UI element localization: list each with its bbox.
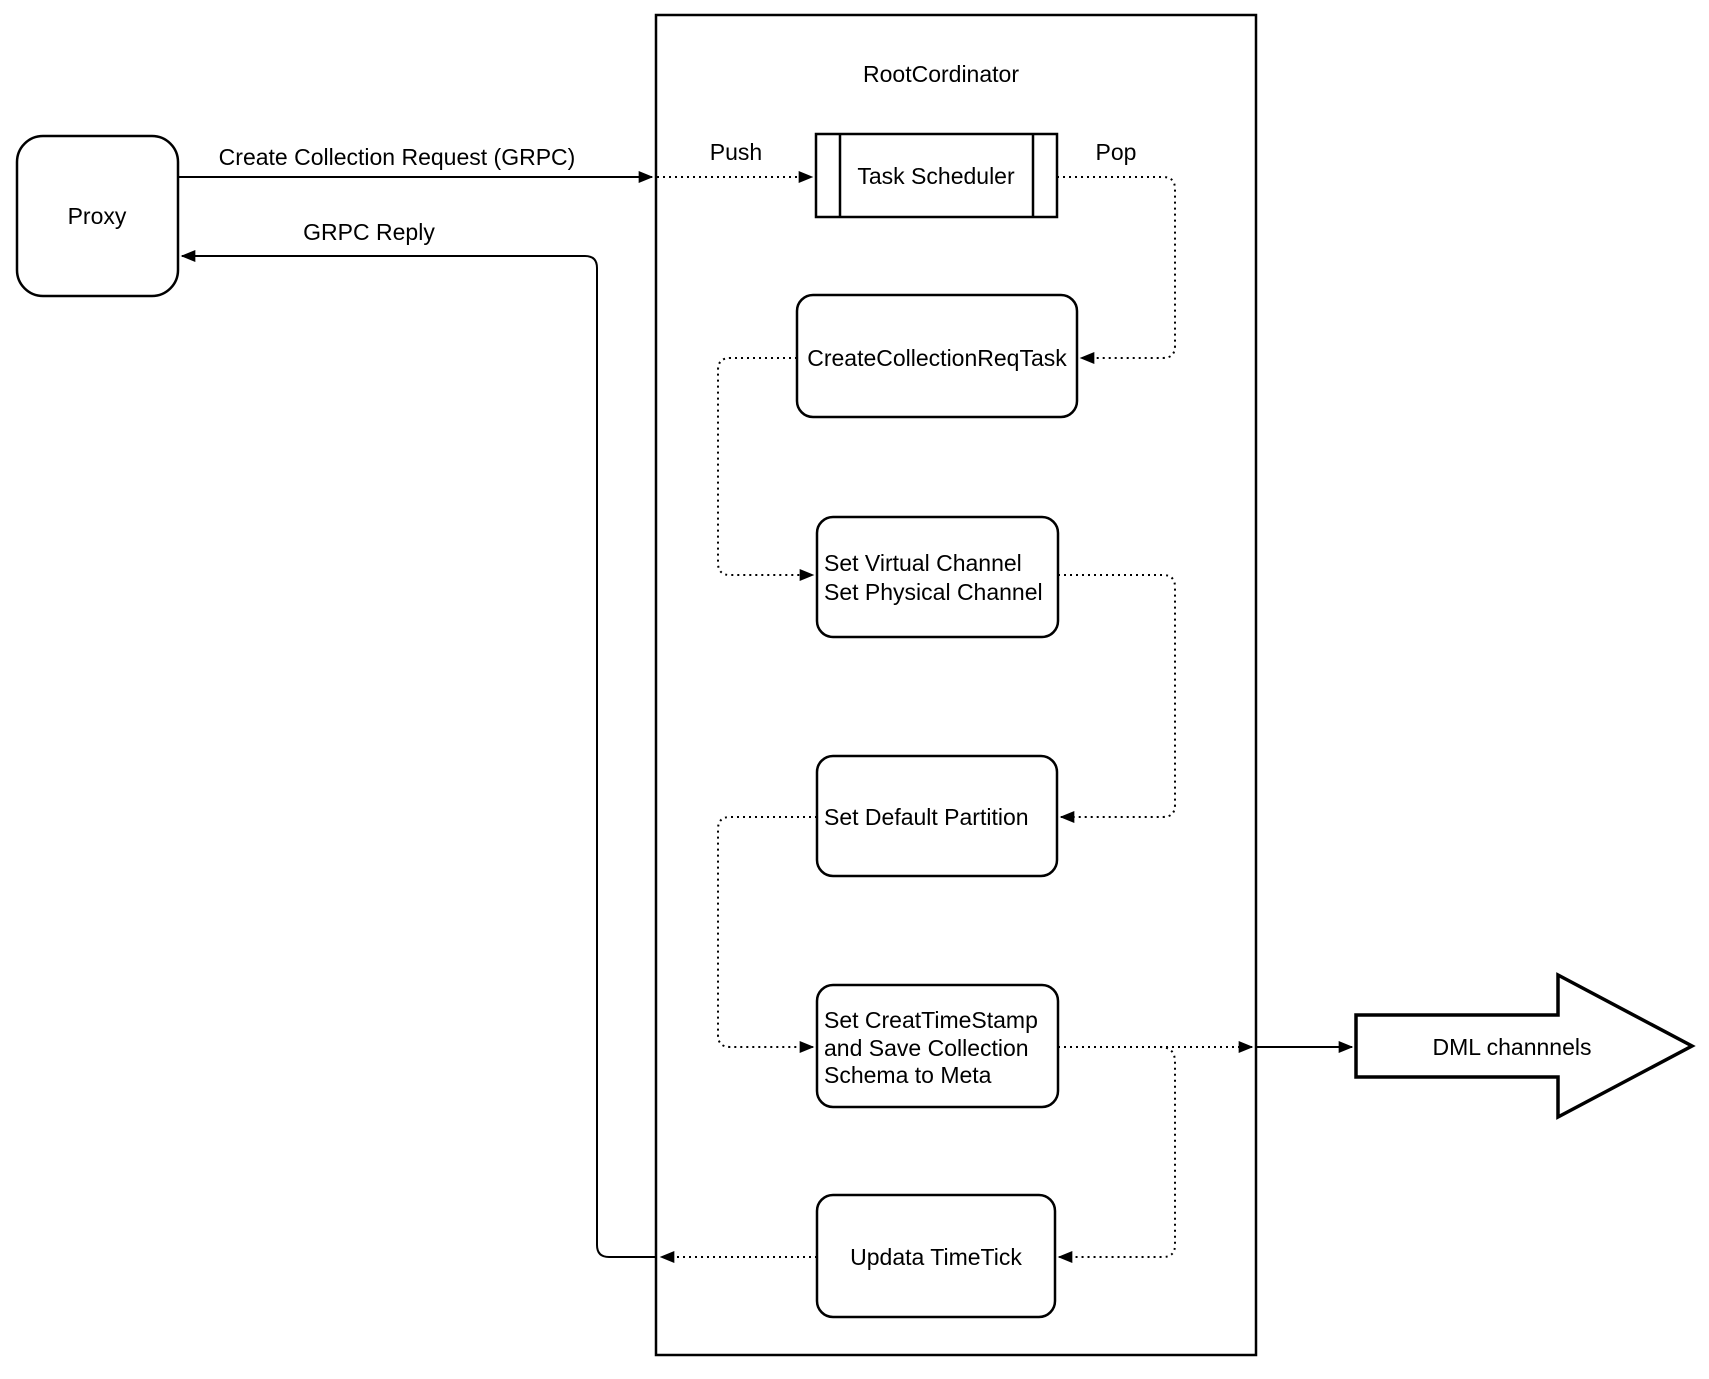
task-scheduler-node: Task Scheduler	[814, 132, 1059, 219]
proxy-box	[15, 134, 180, 298]
edge-grpc-reply-label: GRPC Reply	[303, 219, 435, 245]
proxy-node: Proxy	[15, 134, 180, 298]
set-creat-timestamp-line2: and Save Collection	[824, 1035, 1029, 1061]
updata-timetick-label: Updata TimeTick	[850, 1244, 1022, 1270]
task-scheduler-label: Task Scheduler	[857, 163, 1015, 189]
proxy-label: Proxy	[68, 203, 127, 229]
create-collection-req-task-node: CreateCollectionReqTask	[795, 293, 1079, 419]
set-default-partition-node: Set Default Partition	[815, 754, 1059, 878]
dml-channels-label: DML channnels	[1433, 1034, 1592, 1060]
set-channels-node: Set Virtual Channel Set Physical Channel	[815, 515, 1060, 639]
edge-pop-label: Pop	[1096, 139, 1137, 165]
edge-set-channels-to-partition	[1058, 574, 1176, 823]
edge-partition-to-timestamp	[717, 816, 817, 1053]
set-creat-timestamp-line1: Set CreatTimeStamp	[824, 1007, 1038, 1033]
set-channels-box	[815, 515, 1060, 639]
set-physical-channel-label: Set Physical Channel	[824, 579, 1043, 605]
dml-channels-node: DML channnels	[1354, 972, 1696, 1120]
edge-create-collection-request-label: Create Collection Request (GRPC)	[219, 144, 576, 170]
set-virtual-channel-label: Set Virtual Channel	[824, 550, 1022, 576]
dml-channels-arrow-shape	[1354, 972, 1696, 1120]
create-collection-req-task-label: CreateCollectionReqTask	[807, 345, 1067, 371]
set-creat-timestamp-line3: Schema to Meta	[824, 1062, 992, 1088]
set-default-partition-label: Set Default Partition	[824, 804, 1029, 830]
set-creat-timestamp-node: Set CreatTimeStamp and Save Collection S…	[815, 983, 1060, 1109]
rootcordinator-container	[654, 13, 1258, 1357]
edge-grpc-reply	[180, 250, 656, 1258]
task-scheduler-box	[814, 132, 1059, 219]
edge-branch-to-updata-timetick	[1057, 1046, 1176, 1263]
create-collection-req-task-box	[795, 293, 1079, 419]
updata-timetick-node: Updata TimeTick	[815, 1193, 1057, 1319]
rootcordinator-title: RootCordinator	[863, 61, 1019, 87]
edge-push-label: Push	[710, 139, 762, 165]
